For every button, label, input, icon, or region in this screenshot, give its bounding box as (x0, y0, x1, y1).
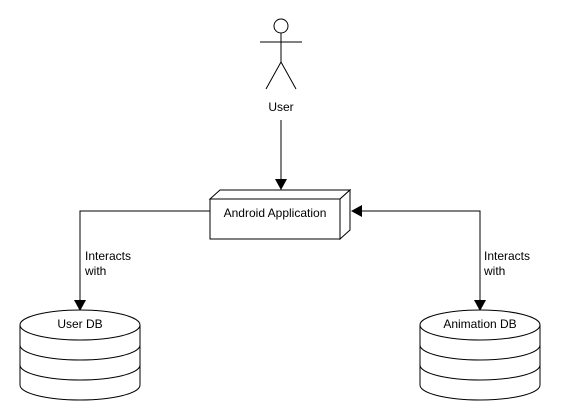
actor-left-leg (265, 61, 282, 90)
actor-head (273, 18, 289, 34)
node-label: Android Application (224, 206, 327, 220)
arrowhead-down-icon (474, 300, 486, 311)
user-db-label: User DB (57, 317, 102, 331)
right-edge-label-line2: with (483, 264, 505, 278)
db-top (419, 309, 541, 341)
right-edge-label-line1: Interacts (484, 249, 530, 263)
edge-user-to-app[interactable] (275, 120, 287, 190)
user-actor[interactable] (260, 18, 302, 90)
animation-db-label: Animation DB (443, 317, 516, 331)
db-band-2 (19, 364, 141, 381)
user-db-cylinder[interactable]: User DB (19, 309, 141, 401)
db-band-1 (419, 344, 541, 361)
arrowhead-down-icon (275, 179, 287, 190)
db-body (19, 325, 141, 401)
android-application-node[interactable]: Android Application (208, 188, 352, 241)
node-front-face (209, 198, 341, 240)
animation-db-cylinder[interactable]: Animation DB (419, 309, 541, 401)
node-side-face (339, 188, 351, 241)
arrowhead-down-icon (74, 300, 86, 311)
left-edge-label-line1: Interacts (85, 249, 131, 263)
edge-app-to-animation-db[interactable] (351, 205, 486, 311)
actor-label: User (268, 100, 293, 114)
db-top (19, 309, 141, 341)
db-band-2 (419, 364, 541, 381)
db-body (419, 325, 541, 401)
actor-right-leg (280, 61, 297, 90)
edge-app-to-user-db[interactable] (74, 210, 210, 311)
left-edge-label-line2: with (84, 264, 106, 278)
db-band-1 (19, 344, 141, 361)
arrowhead-left-icon (351, 205, 362, 217)
node-top-face (208, 189, 352, 200)
